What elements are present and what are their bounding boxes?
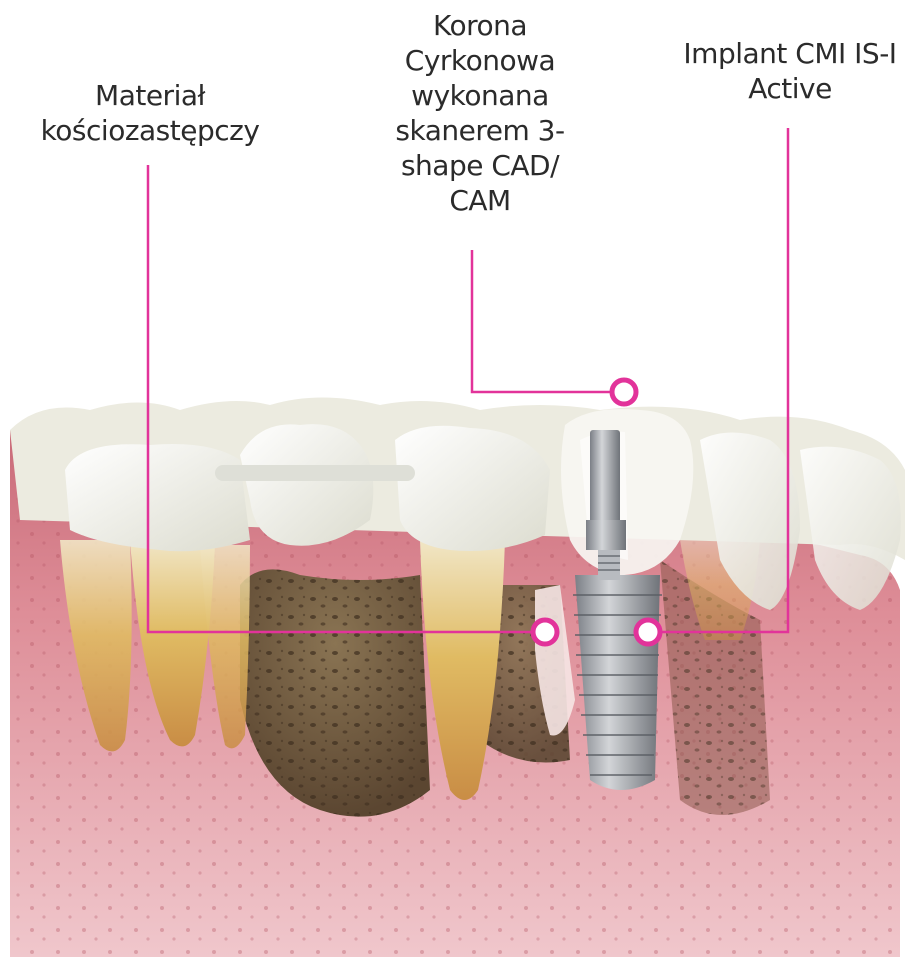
label-implant: Implant CMI IS-I Active: [640, 36, 916, 106]
label-line: CAM: [360, 183, 600, 218]
label-line: shape CAD/: [360, 148, 600, 183]
label-line: Cyrkonowa: [360, 43, 600, 78]
label-line: Active: [640, 71, 916, 106]
callout-ring-bone-graft: [533, 620, 557, 644]
callout-ring-crown: [612, 380, 636, 404]
callout-line-crown: [472, 250, 612, 392]
label-line: wykonana: [360, 78, 600, 113]
label-line: skanerem 3-: [360, 113, 600, 148]
callout-ring-implant: [636, 620, 660, 644]
label-line: kościozastępczy: [0, 113, 300, 148]
label-line: Implant CMI IS-I: [640, 36, 916, 71]
label-line: Korona: [360, 8, 600, 43]
label-line: Materiał: [0, 78, 300, 113]
label-bone-graft-material: Materiał kościozastępczy: [0, 78, 300, 148]
label-zirconia-crown: Korona Cyrkonowa wykonana skanerem 3- sh…: [360, 8, 600, 218]
